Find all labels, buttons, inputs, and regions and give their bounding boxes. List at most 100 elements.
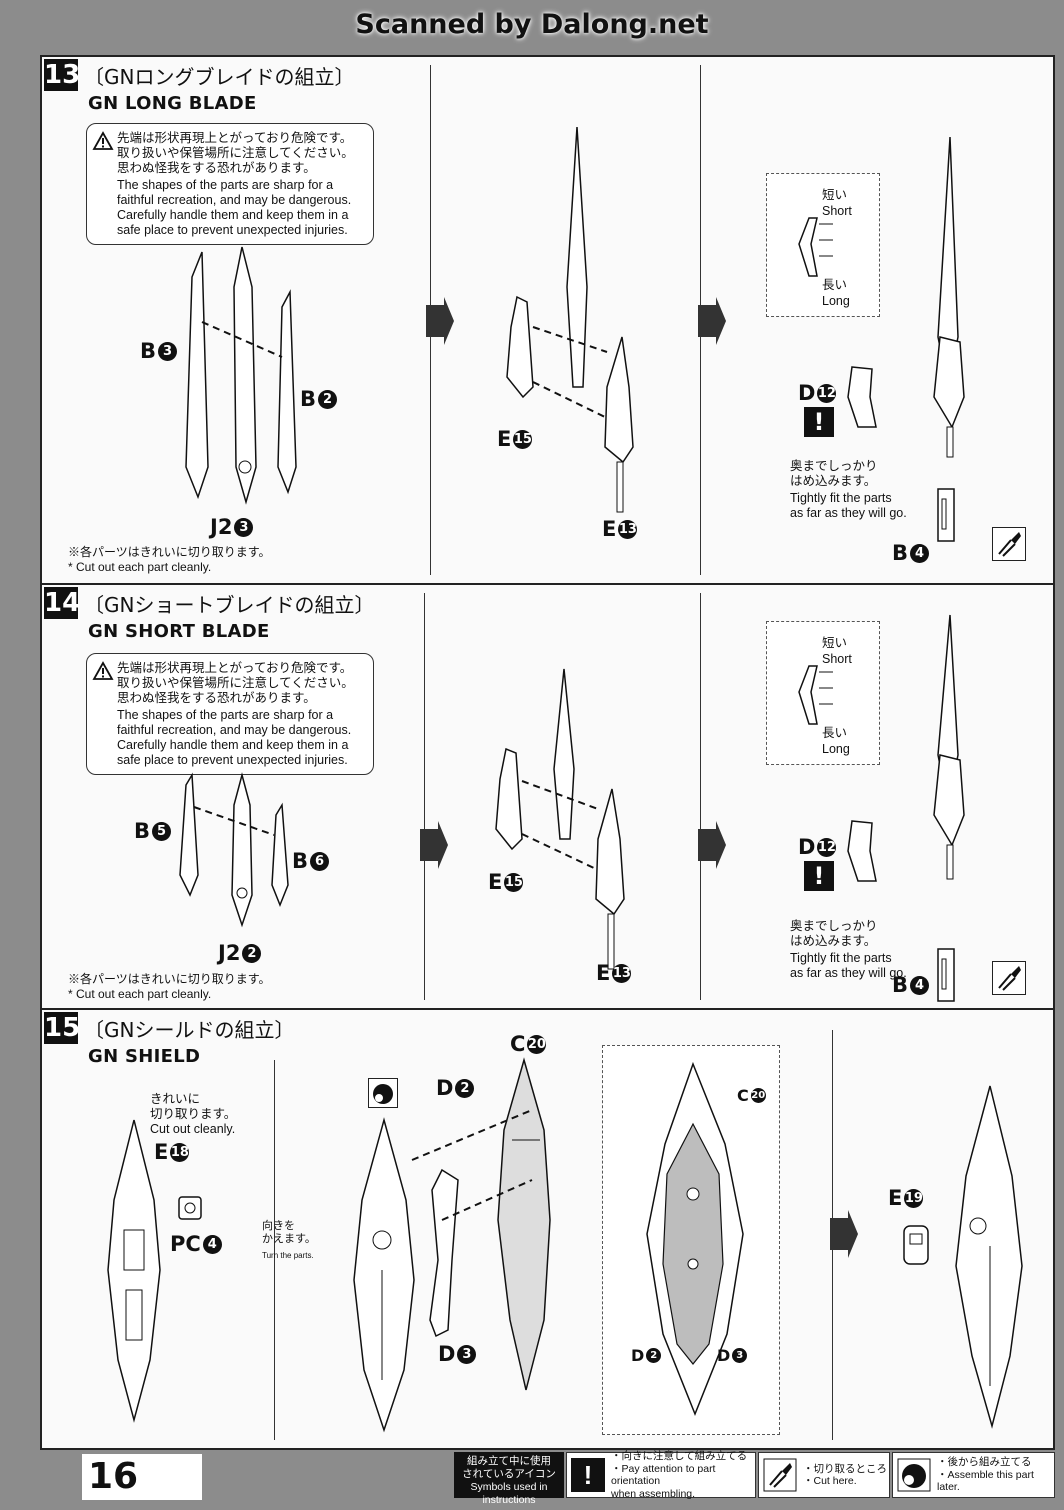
fit-note-en: Tightly fit the parts as far as they wil… bbox=[790, 951, 907, 980]
completed-short-blade-drawing bbox=[933, 614, 965, 880]
cut-cleanly-note-jp: きれいに 切り取ります。 bbox=[150, 1092, 237, 1121]
next-step-arrow-icon bbox=[698, 821, 726, 869]
step-title-jp: 〔GNロングブレイドの組立〕 bbox=[84, 65, 355, 89]
cut-cleanly-note-en: Cut out cleanly. bbox=[150, 1122, 236, 1136]
fit-note-en: Tightly fit the parts as far as they wil… bbox=[790, 491, 907, 520]
step-13-section: 13 〔GNロングブレイドの組立〕 GN LONG BLADE 先端は形状再現上… bbox=[42, 57, 1053, 585]
warning-triangle-icon bbox=[92, 131, 114, 150]
part-b4-drawing bbox=[937, 948, 955, 1002]
shield-assembled-view-drawing bbox=[646, 1061, 744, 1417]
turn-parts-note-jp: 向きを かえます。 bbox=[262, 1220, 316, 1245]
legend-item-orientation: ! ・向きに注意して組み立てる・Pay attention to part or… bbox=[566, 1450, 756, 1500]
nipper-icon bbox=[763, 1458, 797, 1492]
safety-warning-box: 先端は形状再現上とがっており危険です。 取り扱いや保管場所に注意してください。 … bbox=[86, 123, 374, 245]
next-step-arrow-icon bbox=[420, 821, 448, 869]
part-pc4-drawing bbox=[178, 1196, 202, 1220]
scanner-watermark: Scanned by Dalong.net bbox=[355, 9, 709, 40]
blade-assembly-drawing bbox=[495, 668, 625, 970]
step-title-en: GN SHORT BLADE bbox=[88, 621, 270, 642]
long-blade-parts-drawing bbox=[185, 246, 297, 505]
fit-note-jp: 奥までしっかり はめ込みます。 bbox=[790, 919, 878, 948]
orientation-detail-drawing bbox=[798, 217, 833, 277]
completed-long-blade-drawing bbox=[933, 136, 965, 458]
exclamation-icon: ! bbox=[804, 861, 834, 891]
part-e19-drawing bbox=[903, 1225, 929, 1265]
part-d12-drawing bbox=[847, 820, 877, 882]
part-d3-drawing bbox=[429, 1168, 459, 1338]
legend-item-later: ・後から組み立てる・Assemble this part later. bbox=[892, 1452, 1055, 1498]
icon-legend-title: 組み立て中に使用 されているアイコン Symbols used in instr… bbox=[454, 1452, 564, 1506]
blade-assembly-drawing bbox=[506, 126, 634, 513]
nipper-icon bbox=[992, 961, 1026, 995]
nipper-icon bbox=[992, 527, 1026, 561]
step-14-section: 14 〔GNショートブレイドの組立〕 GN SHORT BLADE 先端は形状再… bbox=[42, 585, 1053, 1010]
step-number: 15 bbox=[44, 1012, 81, 1044]
warning-triangle-icon bbox=[92, 661, 114, 680]
later-assemble-icon bbox=[897, 1458, 931, 1492]
part-c20-drawing bbox=[497, 1057, 551, 1391]
legend-item-cut: ・切り取るところ・Cut here. bbox=[758, 1452, 890, 1498]
page-number: 16 bbox=[82, 1454, 202, 1500]
warning-text-en: The shapes of the parts are sharp for a … bbox=[117, 178, 352, 237]
orientation-detail-drawing bbox=[798, 665, 833, 725]
next-step-arrow-icon bbox=[830, 1210, 858, 1258]
step-number: 13 bbox=[44, 59, 81, 91]
next-step-arrow-icon bbox=[426, 297, 454, 345]
short-blade-parts-drawing bbox=[179, 772, 289, 928]
instruction-sheet: 13 〔GNロングブレイドの組立〕 GN LONG BLADE 先端は形状再現上… bbox=[40, 55, 1055, 1450]
warning-text-en: The shapes of the parts are sharp for a … bbox=[117, 708, 352, 767]
step-title-en: GN LONG BLADE bbox=[88, 93, 257, 114]
turn-parts-note-en: Turn the parts. bbox=[262, 1251, 314, 1260]
fit-note-jp: 奥までしっかり はめ込みます。 bbox=[790, 459, 878, 488]
step-title-en: GN SHIELD bbox=[88, 1046, 201, 1067]
shield-outer-shell-drawing bbox=[353, 1117, 415, 1433]
shield-inner-frame-drawing bbox=[107, 1119, 161, 1423]
part-d12-drawing bbox=[847, 366, 877, 428]
safety-warning-box: 先端は形状再現上とがっており危険です。 取り扱いや保管場所に注意してください。 … bbox=[86, 653, 374, 775]
short-long-inset: 短い Short 長い Long bbox=[766, 173, 880, 317]
exclamation-icon: ! bbox=[571, 1458, 605, 1492]
panel-divider bbox=[424, 593, 425, 1000]
exclamation-icon: ! bbox=[804, 407, 834, 437]
step-15-section: 15 〔GNシールドの組立〕 GN SHIELD きれいに 切り取ります。 Cu… bbox=[42, 1010, 1053, 1448]
panel-divider bbox=[700, 593, 701, 1000]
step-title-jp: 〔GNショートブレイドの組立〕 bbox=[84, 593, 375, 617]
cut-note: ※各パーツはきれいに切り取ります。* Cut out each part cle… bbox=[68, 972, 271, 1001]
panel-divider bbox=[274, 1060, 275, 1440]
warning-text-jp: 先端は形状再現上とがっており危険です。 取り扱いや保管場所に注意してください。 … bbox=[117, 131, 354, 175]
warning-text-jp: 先端は形状再現上とがっており危険です。 取り扱いや保管場所に注意してください。 … bbox=[117, 661, 354, 705]
step-number: 14 bbox=[44, 587, 81, 619]
step-title-jp: 〔GNシールドの組立〕 bbox=[84, 1018, 295, 1042]
assembly-guide-lines bbox=[411, 1109, 533, 1221]
footer: 16 組み立て中に使用 されているアイコン Symbols used in in… bbox=[40, 1450, 1055, 1506]
short-long-inset: 短い Short 長い Long bbox=[766, 621, 880, 765]
next-step-arrow-icon bbox=[698, 297, 726, 345]
later-assemble-icon bbox=[368, 1078, 398, 1108]
cut-note: ※各パーツはきれいに切り取ります。* Cut out each part cle… bbox=[68, 545, 271, 574]
part-b4-drawing bbox=[937, 488, 955, 542]
completed-shield-drawing bbox=[955, 1085, 1023, 1429]
